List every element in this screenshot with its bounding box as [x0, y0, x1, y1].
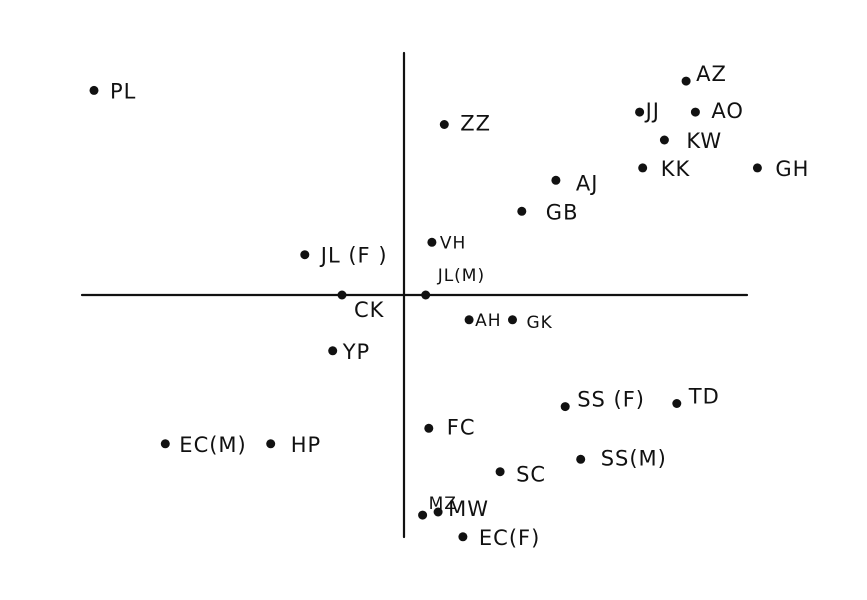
point-label-13: CK: [354, 298, 385, 322]
point-15: [508, 315, 517, 325]
points-layer: [89, 76, 762, 542]
point-label-12: JL(M): [437, 266, 485, 286]
point-11: [427, 237, 437, 247]
point-12: [421, 290, 431, 300]
point-label-26: EC(F): [479, 526, 540, 550]
point-label-25: MW: [448, 497, 489, 521]
point-label-2: JJ: [644, 99, 660, 123]
point-16: [328, 346, 338, 356]
point-label-16: YP: [342, 340, 371, 364]
point-4: [439, 120, 449, 129]
point-13: [337, 290, 347, 300]
point-label-23: SC: [516, 463, 546, 487]
point-23: [495, 467, 505, 477]
point-10: [300, 250, 310, 260]
point-7: [752, 163, 762, 173]
point-label-11: VH: [440, 233, 466, 253]
point-label-24: MZ: [429, 494, 457, 514]
point-label-14: AH: [475, 311, 501, 331]
point-label-3: AO: [711, 99, 744, 123]
point-label-7: GH: [775, 157, 809, 181]
point-label-0: PL: [110, 79, 136, 103]
point-9: [517, 206, 527, 216]
point-21: [266, 439, 276, 449]
point-label-1: AZ: [696, 62, 727, 86]
point-8: [551, 175, 561, 185]
point-label-15: GK: [527, 313, 553, 333]
labels-layer: PL AZ JJ AO ZZ KW KK GH AJ GB JL (F ) VH JL(M) CK AH GK…: [110, 62, 809, 550]
point-2: [635, 107, 645, 117]
point-label-10: JL (F ): [319, 244, 388, 268]
point-25: [433, 507, 443, 517]
point-label-4: ZZ: [460, 112, 491, 136]
point-label-17: SS (F): [577, 388, 645, 412]
point-19: [424, 423, 434, 433]
point-label-6: KK: [661, 157, 691, 181]
point-label-5: KW: [686, 129, 722, 153]
point-0: [89, 85, 99, 95]
point-label-18: TD: [688, 385, 720, 409]
point-17: [560, 402, 570, 412]
point-label-20: EC(M): [179, 433, 246, 457]
point-20: [160, 439, 170, 449]
point-label-9: GB: [546, 200, 579, 224]
point-1: [681, 76, 691, 86]
point-5: [659, 135, 669, 145]
point-3: [690, 107, 700, 117]
point-6: [638, 163, 648, 173]
point-14: [464, 315, 474, 325]
point-label-21: HP: [291, 433, 321, 457]
point-label-8: AJ: [576, 171, 599, 195]
point-26: [458, 532, 468, 542]
point-label-19: FC: [447, 415, 476, 439]
point-label-22: SS(M): [601, 446, 667, 470]
point-18: [672, 399, 682, 408]
point-24: [418, 510, 428, 520]
point-22: [576, 454, 586, 464]
